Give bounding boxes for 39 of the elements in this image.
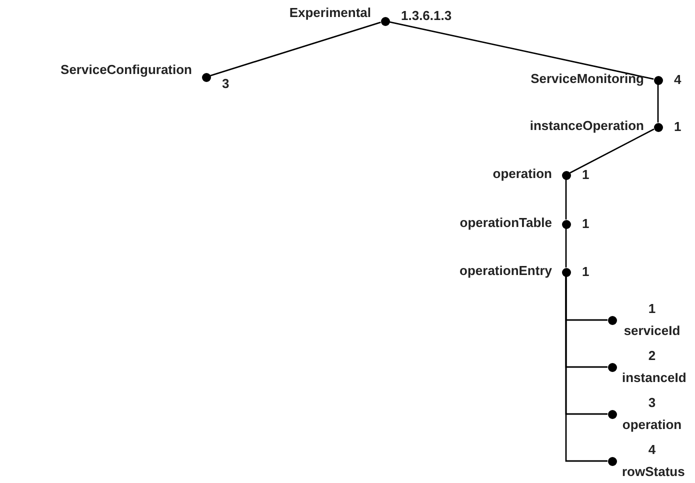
index-number: 1: [582, 216, 590, 231]
node-name: ServiceMonitoring: [530, 71, 644, 86]
node-name: operationTable: [460, 215, 552, 230]
index-number: 2: [647, 348, 657, 363]
node-name: ServiceConfiguration: [60, 62, 192, 77]
tree-node-dot: [608, 456, 616, 466]
node-name: Experimental: [289, 5, 371, 20]
tree-node-dot: [608, 316, 616, 324]
index-number: 1: [674, 119, 682, 134]
tree-line: [210, 22, 381, 76]
index-number: 1: [582, 167, 590, 182]
tree-node-dot: [380, 16, 390, 26]
node-name: operation: [492, 166, 552, 181]
tree-node-dot: [202, 72, 210, 82]
index-number: 1.3.6.1.3: [401, 8, 452, 23]
node-name: operation: [622, 417, 682, 432]
tree-line: [389, 21, 654, 80]
index-number: 4: [674, 72, 682, 87]
tree-line: [565, 228, 567, 268]
node-name: instanceOperation: [530, 118, 644, 133]
index-number: 3: [222, 76, 230, 91]
tree-line: [570, 128, 654, 174]
node-name: serviceId: [622, 323, 682, 338]
index-number: 3: [647, 395, 657, 410]
tree-node-dot: [562, 268, 570, 276]
tree-line: [565, 180, 567, 220]
tree-node-dot: [608, 410, 616, 418]
tree-node-dot: [562, 220, 570, 228]
index-number: 1: [647, 301, 657, 316]
node-name: rowStatus: [622, 464, 682, 479]
tree-line: [657, 84, 659, 122]
node-name: operationEntry: [460, 263, 552, 278]
tree-node-dot: [654, 76, 662, 84]
tree-node-dot: [608, 362, 616, 372]
index-number: 1: [582, 264, 590, 279]
tree-node-dot: [562, 170, 570, 180]
tree-node-dot: [654, 122, 662, 132]
tree-line: [565, 276, 608, 462]
index-number: 4: [647, 442, 657, 457]
